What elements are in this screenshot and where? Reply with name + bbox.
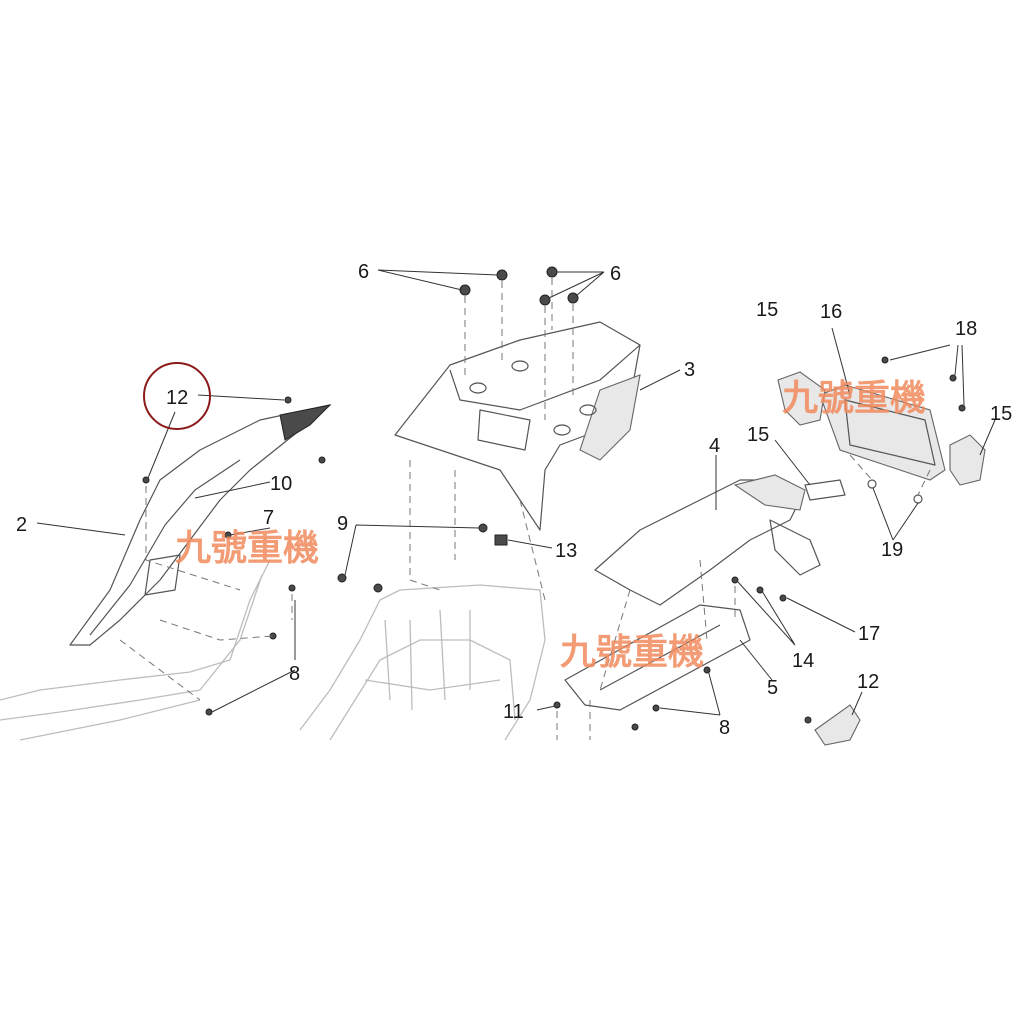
callout-3: 3 [684,359,695,381]
part-15-reflector-a [777,371,826,426]
part-12-small-bracket [814,704,861,746]
assembly-lines [119,278,931,740]
callout-15-right: 15 [990,403,1012,425]
callout-14: 14 [792,650,814,672]
part-2-side-panel [69,404,332,646]
frame-chassis [0,559,546,741]
callout-8-right: 8 [719,717,730,739]
part-15-reflector-b [949,434,986,486]
part-16-plate-light [819,384,946,481]
callout-15-left: 15 [756,299,778,321]
callout-16: 16 [820,301,842,323]
callout-12-top: 12 [166,387,188,409]
callout-6-right: 6 [610,263,621,285]
part-15-reflector-c [804,479,846,501]
callout-18: 18 [955,318,977,340]
callout-9: 9 [337,513,348,535]
part-4-rear-mudguard [594,474,821,606]
callout-4: 4 [709,435,720,457]
watermark-top-right: 九號重機 [782,378,926,419]
part-3-tail-bracket [394,321,641,531]
highlight-circle [143,362,211,430]
watermark-left: 九號重機 [175,528,319,569]
watermarks: 九號重機 九號重機 九號重機 [175,378,926,673]
callout-11: 11 [503,701,524,723]
callout-13: 13 [555,540,577,562]
part-5-lower-bracket [564,604,751,711]
callout-15-middle: 15 [747,424,769,446]
callout-2: 2 [16,514,27,536]
watermark-center: 九號重機 [560,632,704,673]
callout-10: 10 [270,473,292,495]
callout-7: 7 [263,507,274,529]
callout-6-left: 6 [358,261,369,283]
leader-lines [36,269,996,716]
callout-5: 5 [767,677,778,699]
fasteners [142,266,966,731]
callout-19: 19 [881,539,903,561]
callout-17: 17 [858,623,880,645]
callout-labels: 12 2 10 7 9 8 6 6 3 13 4 15 16 18 15 15 … [16,261,1012,739]
callout-12-bottom: 12 [857,671,879,693]
callout-8-left: 8 [289,663,300,685]
